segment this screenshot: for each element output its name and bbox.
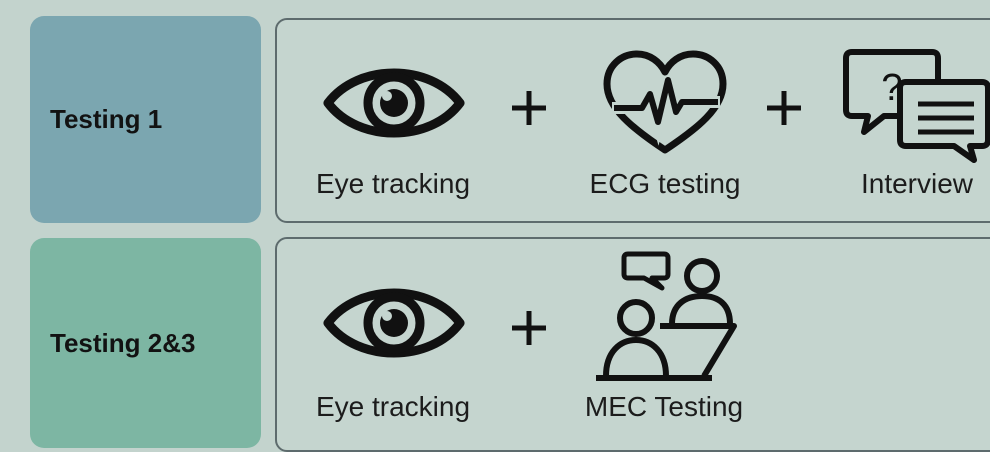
plus-icon [512, 91, 546, 125]
plus-icon [512, 311, 546, 345]
row-label-text: Testing 1 [50, 104, 163, 134]
chat-question-icon: ? [843, 49, 990, 163]
item-caption: Eye tracking [315, 391, 471, 422]
item-caption: MEC Testing [584, 391, 744, 422]
plus-icon [767, 91, 801, 125]
meeting-people-icon [596, 251, 737, 381]
item-caption: Interview [860, 168, 974, 199]
eye-icon [323, 288, 465, 358]
item-caption: Eye tracking [315, 168, 471, 199]
row-label-text: Testing 2&3 [50, 327, 196, 358]
heart-ecg-icon [603, 50, 727, 154]
eye-icon [323, 68, 465, 138]
item-caption: ECG testing [589, 168, 741, 199]
row-label-testing-1: Testing 1 [30, 16, 261, 223]
row-label-testing-2-3: Testing 2&3 [30, 238, 261, 448]
